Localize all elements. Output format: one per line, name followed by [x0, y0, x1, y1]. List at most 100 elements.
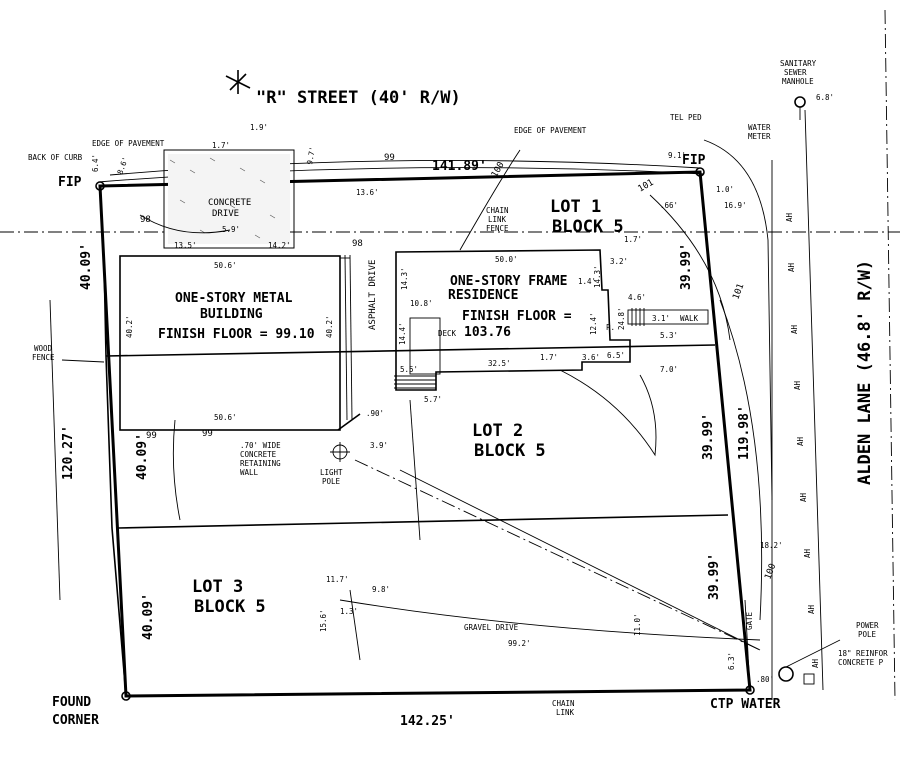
- contour-curve-mid: [559, 369, 657, 457]
- property-boundary: [98, 170, 752, 698]
- sanitary-label-2: SEWER: [784, 68, 807, 77]
- power-pole-icon: [778, 639, 841, 682]
- lot3-block: BLOCK 5: [194, 597, 266, 617]
- street-name-top: "R" STREET (40' R/W): [256, 88, 461, 108]
- wood-fence-label-1: WOOD: [34, 344, 53, 353]
- dim-metal-top: 50.6': [214, 261, 237, 270]
- dim-99-2: 99.2': [508, 639, 531, 648]
- contour-101b: [719, 299, 763, 621]
- gate-line: [744, 599, 751, 691]
- dim-frame-s2: 1.7': [540, 353, 558, 362]
- dim-11-0: 11.0': [633, 613, 642, 636]
- deck-steps: [394, 375, 436, 389]
- dim-left-3: 40.09': [141, 593, 156, 640]
- dim-metal-right: 40.2': [325, 315, 334, 338]
- walk: 3.1' WALK 5.3' 4.6': [627, 293, 709, 340]
- porch-mark: P.: [606, 323, 615, 332]
- contour-98: [139, 214, 231, 234]
- concrete-drive: CONCRETE DRIVE: [163, 149, 295, 249]
- chain-link-bottom-2: LINK: [556, 708, 575, 717]
- svg-text:5.3': 5.3': [660, 331, 678, 340]
- dim-right-1: 39.99': [679, 243, 694, 290]
- total-dim-left: [49, 299, 61, 601]
- svg-text:AH: AH: [799, 492, 808, 502]
- lot2-label: LOT 2: [472, 421, 523, 441]
- edge-pavement-left-label: EDGE OF PAVEMENT: [92, 139, 165, 148]
- found-corner-marker: [121, 691, 131, 701]
- retaining-wall: [337, 413, 361, 431]
- lot1-label: LOT 1: [550, 197, 601, 217]
- dim-bottom: 142.25': [400, 714, 455, 729]
- dim-frame-s4: 6.5': [607, 351, 625, 360]
- wood-fence-leader: [61, 359, 105, 363]
- fence-line-center-2: [399, 469, 761, 651]
- lot-line-2-3: [117, 514, 729, 529]
- dim-frame-s10: 12.4': [589, 312, 598, 335]
- metal-building-label: ONE-STORY METAL: [175, 291, 293, 306]
- metal-building-label-2: BUILDING: [200, 307, 263, 322]
- retaining-label-1: .70' WIDE: [240, 441, 281, 450]
- dim-metal-left: 40.2': [125, 315, 134, 338]
- contour-label-101: 101: [637, 178, 656, 195]
- dim-6-8: 6.8': [816, 93, 834, 102]
- metal-building-ff: FINISH FLOOR = 99.10: [158, 327, 315, 342]
- lot1-block: BLOCK 5: [552, 217, 624, 237]
- contour-101: [649, 194, 731, 341]
- contour-label-98b: 98: [352, 239, 363, 249]
- fip-right-label: FIP: [682, 153, 706, 168]
- wood-fence-line: [99, 185, 127, 697]
- light-pole-label-2: POLE: [322, 477, 341, 486]
- light-pole-icon: [330, 442, 350, 462]
- reinforced-pipe: [803, 673, 815, 685]
- dim-80: .80': [756, 675, 774, 684]
- dim-1-3: 1.3': [340, 607, 358, 616]
- gravel-drive-label: GRAVEL DRIVE: [464, 623, 519, 632]
- dim-18-2: 18.2': [760, 541, 783, 550]
- residence-label: ONE-STORY FRAME: [450, 274, 567, 289]
- svg-text:3.1': 3.1': [652, 314, 670, 323]
- fence-line-center: [409, 399, 421, 541]
- dim-right-total: 119.98': [737, 405, 752, 460]
- chain-link-label-3: FENCE: [486, 224, 509, 233]
- gravel-drive-2: [349, 589, 361, 661]
- svg-text:4.6': 4.6': [628, 293, 646, 302]
- dim-frame-s1: 32.5': [488, 359, 511, 368]
- dim-metal-bottom: 50.6': [214, 413, 237, 422]
- wood-fence-label-2: FENCE: [32, 353, 55, 362]
- dim-frame-s8: 5.5': [400, 365, 418, 374]
- fip-left-label: FIP: [58, 175, 82, 190]
- row-line-right-2: [804, 109, 824, 691]
- contour-label-99: 99: [202, 429, 213, 439]
- light-pole-label-1: LIGHT: [320, 468, 343, 477]
- dim-frame-s13: 3.2': [610, 257, 628, 266]
- contour-99: [172, 419, 181, 521]
- dim-1-9: 1.9': [250, 123, 268, 132]
- dim-66: .66': [660, 201, 678, 210]
- corner-marker-br: [745, 685, 755, 695]
- asphalt-drive: ASPHALT DRIVE: [340, 254, 378, 421]
- contour-label-98: 98: [140, 215, 151, 225]
- deck-label: DECK: [438, 329, 457, 338]
- tel-ped-label: TEL PED: [670, 113, 702, 122]
- retaining-label-2: CONCRETE: [240, 450, 277, 459]
- svg-text:AH: AH: [790, 324, 799, 334]
- dim-5-9: 5.9': [222, 225, 240, 234]
- contour-label-101b: 101: [731, 282, 746, 301]
- reinforced-label-1: 18" REINFOR: [838, 649, 888, 658]
- dim-frame-s7: 14.4': [398, 322, 407, 345]
- dim-9-1: 9.1': [668, 151, 686, 160]
- gate-label: GATE: [745, 611, 754, 630]
- dim-1-7: 1.7': [212, 141, 230, 150]
- dim-frame-s14: 1.7': [624, 235, 642, 244]
- row-edge-right: [884, 9, 896, 701]
- manhole-icon: [794, 96, 806, 120]
- dim-8-6: 8.6': [115, 156, 130, 176]
- dim-frame-s11: 24.8': [617, 307, 626, 330]
- utility-line-diag: [354, 459, 761, 651]
- svg-text:AH: AH: [785, 212, 794, 222]
- sanitary-label-3: MANHOLE: [782, 77, 814, 86]
- chain-link-label-2: LINK: [488, 215, 507, 224]
- lot3-label: LOT 3: [192, 577, 243, 597]
- dim-frame-width: 50.0': [495, 255, 518, 264]
- svg-text:AH: AH: [796, 436, 805, 446]
